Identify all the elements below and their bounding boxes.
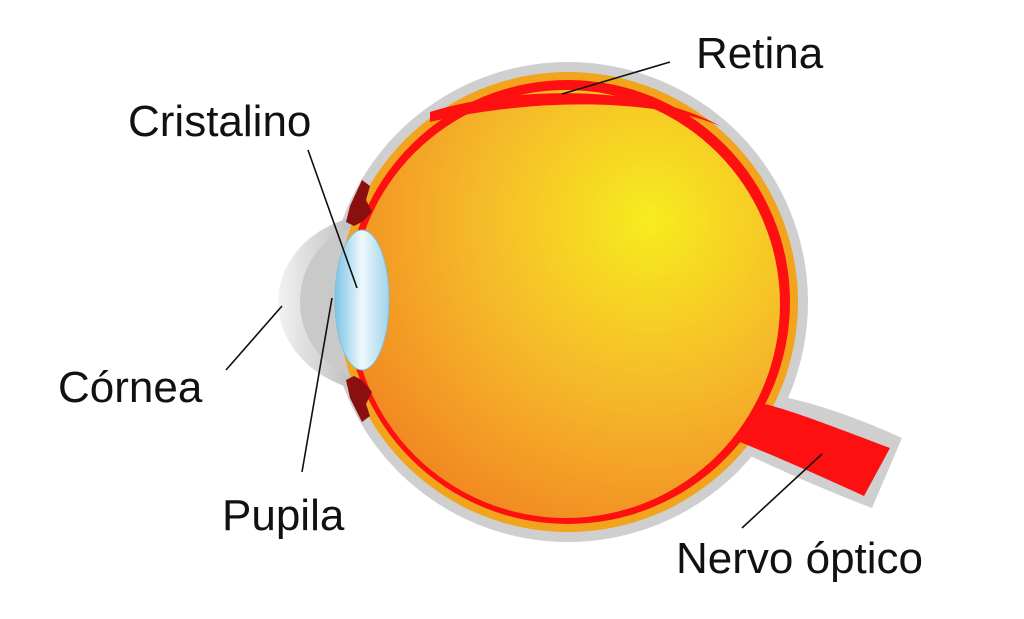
label-retina: Retina	[696, 29, 824, 78]
vitreous-body	[352, 90, 780, 518]
cornea-inner	[300, 228, 350, 376]
label-pupila: Pupila	[222, 491, 345, 540]
label-cornea: Córnea	[58, 363, 203, 412]
optic-nerve	[730, 399, 890, 496]
leader-line-pupila	[301, 297, 333, 473]
leader-line-cristalino	[307, 149, 358, 289]
leader-lines	[225, 61, 823, 529]
leader-line-retina	[561, 61, 671, 95]
leader-line-nervo-optico	[741, 453, 823, 529]
leader-line-cornea	[225, 305, 283, 371]
label-nervo-optico: Nervo óptico	[676, 534, 924, 583]
iris-lower	[346, 376, 372, 422]
label-cristalino: Cristalino	[128, 97, 312, 146]
retina-band	[430, 93, 720, 126]
iris-upper	[346, 180, 372, 226]
